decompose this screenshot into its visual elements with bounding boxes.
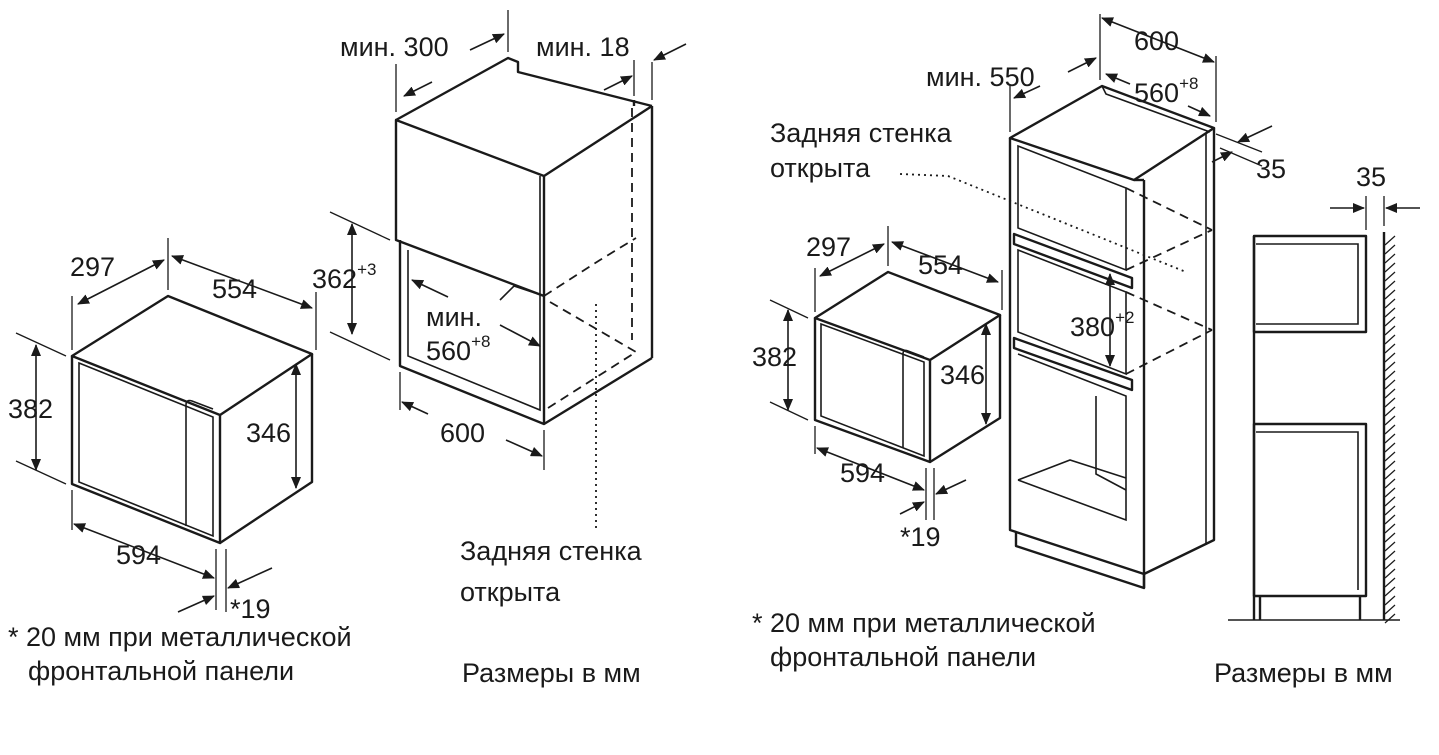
wall-hatch-line — [1384, 271, 1396, 282]
wall-hatch-line — [1384, 388, 1396, 399]
wall-hatch-line — [1384, 253, 1396, 264]
wall-hatch-line — [1384, 451, 1396, 462]
wall-hatch-line — [1384, 586, 1396, 597]
units-caption: Размеры в мм — [1214, 658, 1393, 688]
wall-hatch-line — [1384, 406, 1396, 417]
label-380: 380+2 — [1070, 308, 1134, 342]
right-microwave — [813, 270, 1002, 464]
wall-hatch-line — [1384, 352, 1396, 363]
label-382: 382 — [752, 342, 797, 372]
left-niche-dimensions — [329, 10, 687, 470]
label-600-top: 600 — [1134, 26, 1179, 56]
note-line-1: * 20 мм при металлической — [8, 622, 352, 652]
wall-hatch-line — [1384, 541, 1396, 552]
wall-hatch-line — [1384, 424, 1396, 435]
wall-hatch-line — [1384, 262, 1396, 273]
wall-hatch-line — [1384, 442, 1396, 453]
wall-hatch-line — [1384, 361, 1396, 372]
wall-hatch-line — [1384, 289, 1396, 300]
label-600: 600 — [440, 418, 485, 448]
wall-hatch-line — [1384, 415, 1396, 426]
label-346: 346 — [246, 418, 291, 448]
left-labels: мин. 300 мин. 18 297 554 382 346 594 *19… — [8, 32, 643, 688]
wall-hatch-line — [1384, 559, 1396, 570]
wall-hatch-line — [1384, 280, 1396, 291]
label-35-side: 35 — [1256, 154, 1286, 184]
label-35-wall: 35 — [1356, 162, 1386, 192]
label-star19: *19 — [230, 594, 271, 624]
wall-hatch-line — [1384, 298, 1396, 309]
label-560: 560+8 — [426, 332, 490, 366]
label-min18: мин. 18 — [536, 32, 630, 62]
wall-hatch-line — [1384, 478, 1396, 489]
wall-hatch-line — [1384, 487, 1396, 498]
wall-hatch-line — [1384, 613, 1396, 624]
label-362: 362+3 — [312, 260, 376, 294]
right-side-section — [1228, 196, 1420, 624]
wall-hatch-line — [1384, 532, 1396, 543]
wall-hatch-line — [1384, 316, 1396, 327]
label-rear-open-1: Задняя стенка — [460, 536, 643, 566]
label-min: мин. — [426, 302, 482, 332]
wall-hatch-line — [1384, 469, 1396, 480]
wall-hatch-line — [1384, 379, 1396, 390]
wall-hatch-line — [1384, 496, 1396, 507]
wall-hatch-line — [1384, 397, 1396, 408]
label-594: 594 — [840, 458, 885, 488]
label-560-top: 560+8 — [1134, 74, 1198, 108]
wall-hatch-line — [1384, 460, 1396, 471]
wall-hatch-line — [1384, 235, 1396, 246]
wall-hatch-line — [1384, 604, 1396, 615]
label-rear-open-1: Задняя стенка — [770, 118, 953, 148]
wall-hatch-line — [1384, 334, 1396, 345]
label-346: 346 — [940, 360, 985, 390]
label-297: 297 — [70, 252, 115, 282]
right-microwave-dimensions — [769, 226, 1003, 520]
units-caption: Размеры в мм — [462, 658, 641, 688]
label-rear-open-2: открыта — [460, 577, 561, 607]
right-labels: 600 мин. 550 560+8 Задняя стенка открыта… — [752, 26, 1393, 688]
wall-hatch-line — [1384, 325, 1396, 336]
label-297: 297 — [806, 232, 851, 262]
wall-hatch-line — [1384, 433, 1396, 444]
wall-hatch-line — [1384, 370, 1396, 381]
label-594: 594 — [116, 540, 161, 570]
label-382: 382 — [8, 394, 53, 424]
wall-hatch-line — [1384, 514, 1396, 525]
wall-hatch-line — [1384, 568, 1396, 579]
wall-hatch-line — [1384, 343, 1396, 354]
left-niche — [394, 56, 654, 530]
wall-hatch-line — [1384, 505, 1396, 516]
wall-hatch-line — [1384, 244, 1396, 255]
right-tall-cabinet — [899, 84, 1216, 590]
wall-hatch-line — [1384, 550, 1396, 561]
label-min550: мин. 550 — [926, 62, 1035, 92]
left-microwave — [70, 294, 314, 545]
wall-hatch-line — [1384, 577, 1396, 588]
wall-hatch-line — [1384, 307, 1396, 318]
label-star19: *19 — [900, 522, 941, 552]
note-line-1: * 20 мм при металлической — [752, 608, 1096, 638]
note-line-2: фронтальной панели — [770, 642, 1036, 672]
label-min300: мин. 300 — [340, 32, 449, 62]
left-microwave-dimensions — [15, 238, 317, 613]
label-554: 554 — [212, 274, 257, 304]
wall-hatch-line — [1384, 595, 1396, 606]
right-tall-cabinet-dimensions — [1009, 14, 1273, 367]
note-line-2: фронтальной панели — [28, 656, 294, 686]
label-554: 554 — [918, 250, 963, 280]
label-rear-open-2: открыта — [770, 153, 871, 183]
wall-hatch-line — [1384, 523, 1396, 534]
